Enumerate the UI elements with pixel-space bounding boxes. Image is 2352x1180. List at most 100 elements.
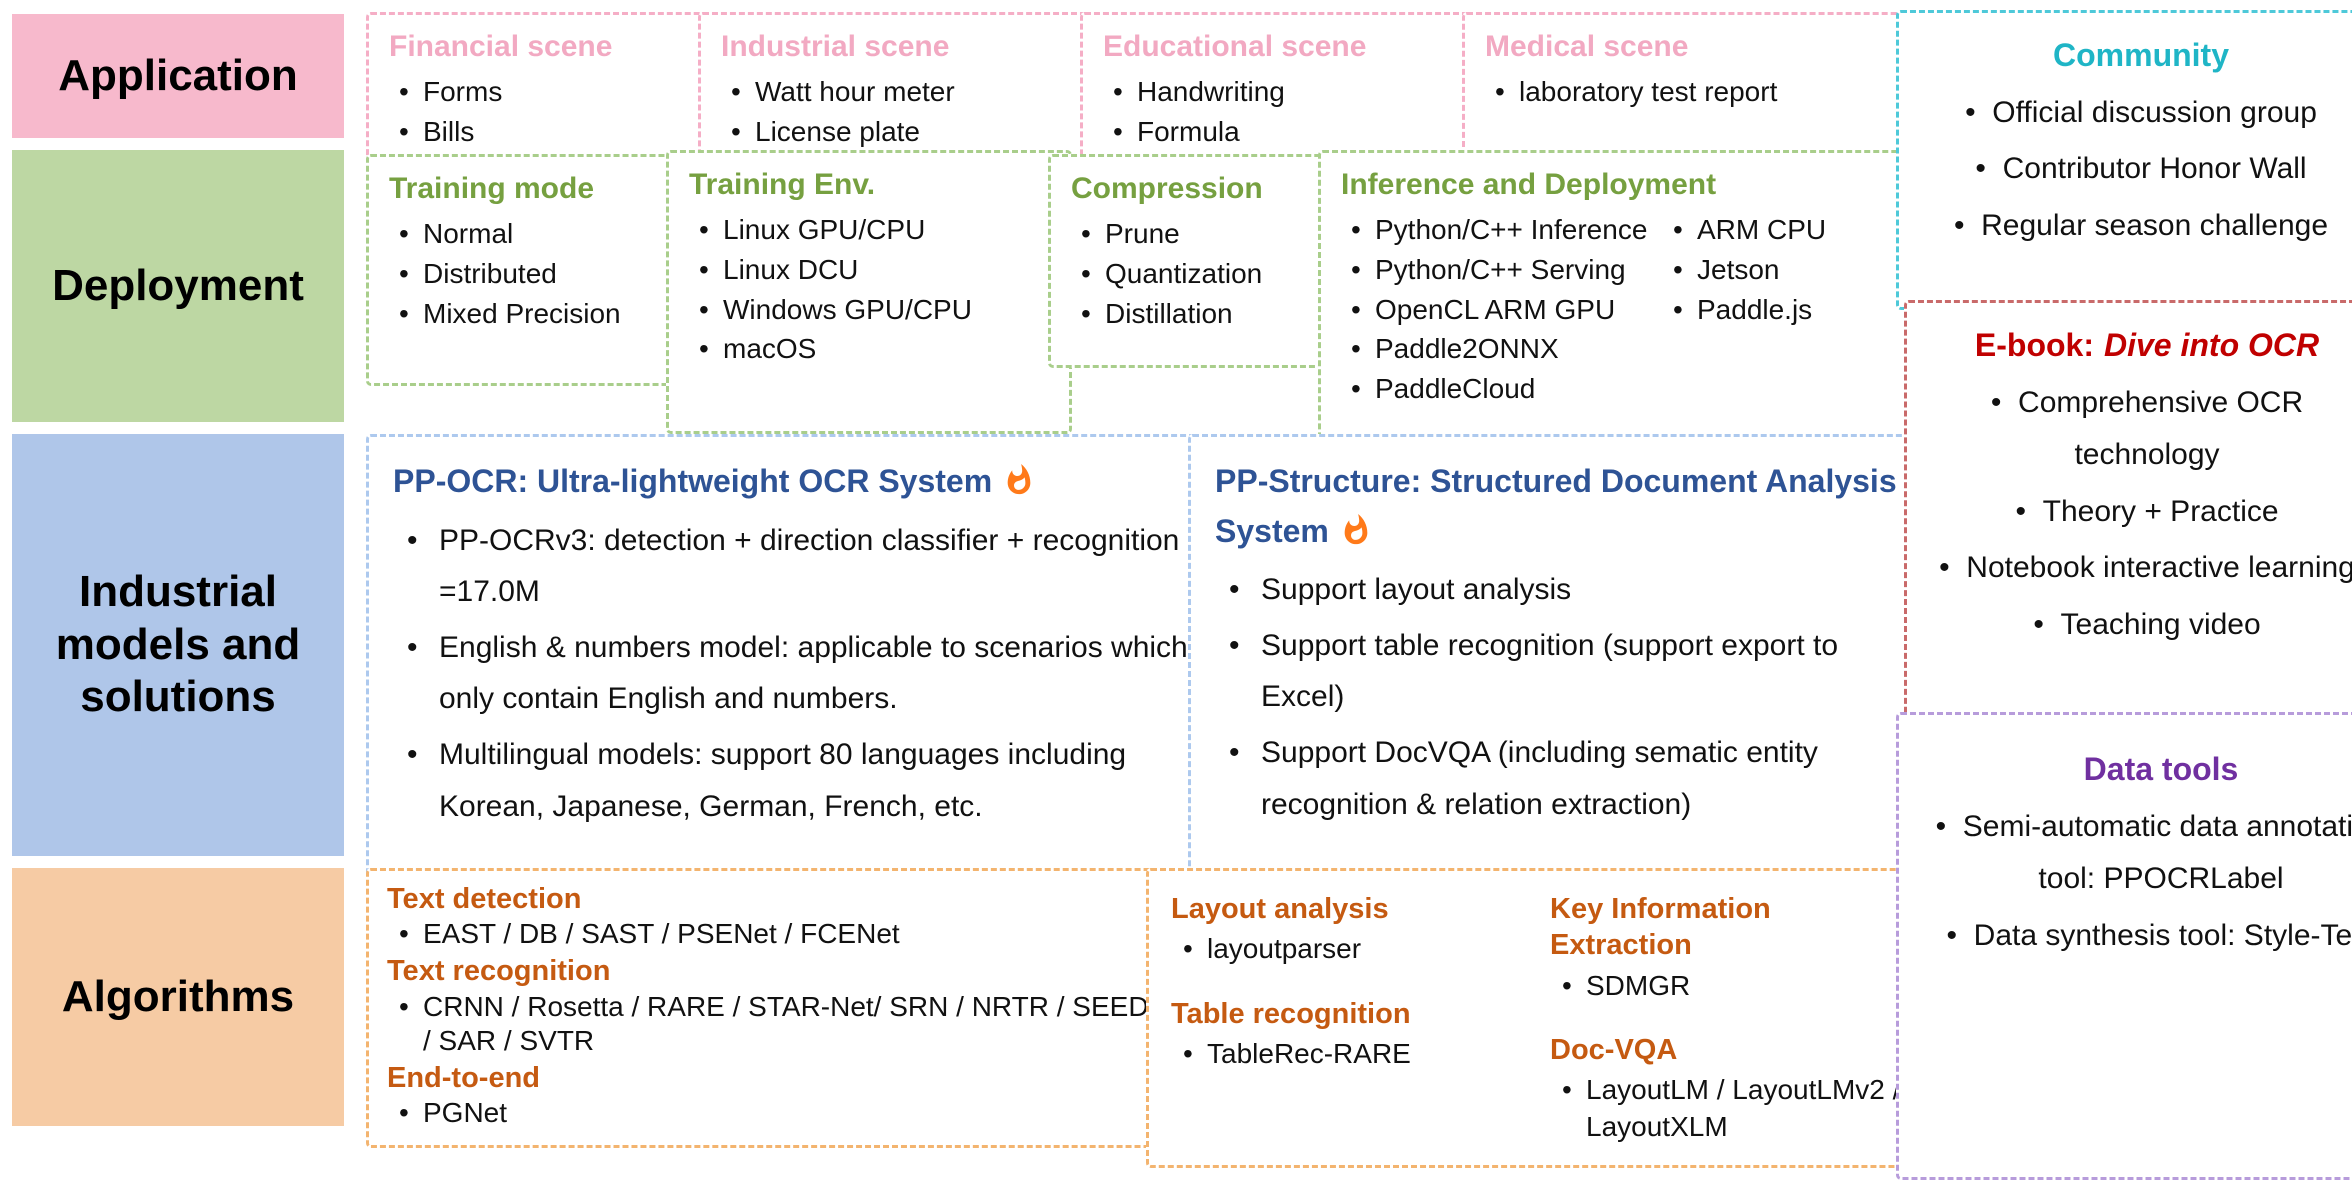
list-item: laboratory test report [1483,72,1799,112]
box-compression: Compression Prune Quantization Distillat… [1048,154,1342,368]
list-item: Semi-automatic data annotation tool: PPO… [1935,801,2352,906]
data-tools-list: Semi-automatic data annotation tool: PPO… [1935,801,2352,963]
box-training-mode: Training mode Normal Distributed Mixed P… [366,154,690,386]
list-item: Python/C++ Inference [1339,210,1661,250]
list-item: Distillation [1069,294,1321,334]
box-pp-ocr: PP-OCR: Ultra-lightweight OCR System PP-… [366,434,1218,898]
list-item: PP-OCRv3: detection + direction classifi… [391,515,1193,618]
compression-list: Prune Quantization Distillation [1069,214,1321,333]
box-training-env: Training Env. Linux GPU/CPU Linux DCU Wi… [666,150,1072,434]
industrial-scene-title: Industrial scene [721,30,950,63]
list-item: Contributor Honor Wall [1915,143,2352,196]
list-item: Support layout analysis [1213,564,1901,616]
row-label-application: Application [12,14,344,138]
medical-scene-list: laboratory test report [1483,72,1897,112]
box-community: Community Official discussion group Cont… [1896,10,2352,310]
box-algorithms-text: Text detection EAST / DB / SAST / PSENet… [366,868,1172,1148]
list-item: Regular season challenge [1915,200,2352,253]
list-item: Teaching video [1925,599,2352,652]
list-item: OpenCL ARM GPU [1339,290,1661,330]
box-medical-scene: Medical scene laboratory test report [1462,12,1918,168]
layout-analysis-title: Layout analysis [1171,893,1389,925]
text-detection-list: EAST / DB / SAST / PSENet / FCENet [387,917,1151,951]
list-item: Theory + Practice [1925,486,2352,539]
list-item: EAST / DB / SAST / PSENet / FCENet [387,917,1151,951]
list-item: Formula [1101,112,1463,152]
training-mode-list: Normal Distributed Mixed Precision [387,214,669,333]
inference-deployment-title: Inference and Deployment [1341,168,1717,201]
box-data-tools: Data tools Semi-automatic data annotatio… [1896,712,2352,1180]
ebook-list: Comprehensive OCR technology Theory + Pr… [1925,377,2352,652]
list-item: Linux GPU/CPU [687,210,1051,250]
pp-ocr-title-text: PP-OCR: Ultra-lightweight OCR System [393,463,993,499]
list-item: LayoutLM / LayoutLMv2 / LayoutXLM [1550,1072,1901,1145]
pp-ocr-list: PP-OCRv3: detection + direction classifi… [391,515,1193,833]
pp-structure-list: Support layout analysis Support table re… [1213,564,1901,830]
key-information-extraction-title: Key Information Extraction [1550,893,1771,962]
inference-list-col1: Python/C++ Inference Python/C++ Serving … [1339,210,1661,409]
community-list: Official discussion group Contributor Ho… [1915,87,2352,253]
list-item: CRNN / Rosetta / RARE / STAR-Net/ SRN / … [387,990,1151,1058]
list-item: Official discussion group [1915,87,2352,140]
list-item: Windows GPU/CPU [687,290,1051,330]
pp-structure-title-text: PP-Structure: Structured Document Analys… [1215,463,1897,549]
compression-title: Compression [1071,172,1263,205]
list-item: Handwriting [1101,72,1463,112]
pp-ocr-title: PP-OCR: Ultra-lightweight OCR System [393,457,1193,507]
layout-analysis-list: layoutparser [1171,931,1522,968]
list-item: Python/C++ Serving [1339,250,1661,290]
doc-vqa-title: Doc-VQA [1550,1033,1678,1066]
list-item: Normal [387,214,669,254]
key-information-extraction-list: SDMGR [1550,968,1901,1005]
ebook-title: E-book:Dive into OCR [1925,325,2352,367]
row-label-deployment: Deployment [12,150,344,422]
list-item: Paddle.js [1661,290,1826,330]
fire-icon [1007,463,1031,495]
box-inference-deployment: Inference and Deployment Python/C++ Infe… [1318,150,1918,442]
training-env-list: Linux GPU/CPU Linux DCU Windows GPU/CPU … [687,210,1051,369]
text-recognition-title: Text recognition [387,955,611,988]
list-item: Watt hour meter [719,72,1081,112]
community-title: Community [2053,37,2229,73]
fire-icon [1344,513,1368,544]
list-item: Multilingual models: support 80 language… [391,729,1193,832]
table-recognition-title: Table recognition [1171,997,1411,1030]
table-recognition-list: TableRec-RARE [1171,1036,1522,1073]
inference-list-col2: ARM CPU Jetson Paddle.js [1661,210,1826,409]
end-to-end-title: End-to-end [387,1061,541,1094]
list-item: SDMGR [1550,968,1901,1005]
ebook-title-name: Dive into OCR [2103,327,2320,363]
financial-scene-title: Financial scene [389,30,613,63]
list-item: Distributed [387,254,669,294]
list-item: License plate [719,112,1081,152]
industrial-scene-list: Watt hour meter License plate [719,72,1081,152]
row-label-industrial: Industrial models and solutions [12,434,344,856]
financial-scene-list: Forms Bills [387,72,699,152]
list-item: PGNet [387,1096,1151,1130]
list-item: Support DocVQA (including sematic entity… [1213,727,1901,830]
list-item: Comprehensive OCR technology [1925,377,2352,482]
text-detection-title: Text detection [387,883,582,915]
data-tools-title: Data tools [2083,751,2239,787]
list-item: Data synthesis tool: Style-Text [1935,910,2352,963]
list-item: Bills [387,112,699,152]
educational-scene-title: Educational scene [1103,30,1367,63]
list-item: Jetson [1661,250,1826,290]
list-item: Notebook interactive learning [1925,542,2352,595]
medical-scene-title: Medical scene [1485,30,1689,63]
box-pp-structure: PP-Structure: Structured Document Analys… [1188,434,1926,898]
list-item: Mixed Precision [387,294,669,334]
list-item: macOS [687,329,1051,369]
pp-structure-title: PP-Structure: Structured Document Analys… [1215,457,1901,556]
text-recognition-list: CRNN / Rosetta / RARE / STAR-Net/ SRN / … [387,990,1151,1058]
end-to-end-list: PGNet [387,1096,1151,1130]
list-item: ARM CPU [1661,210,1826,250]
box-educational-scene: Educational scene Handwriting Formula [1080,12,1484,168]
box-financial-scene: Financial scene Forms Bills [366,12,720,168]
educational-scene-list: Handwriting Formula [1101,72,1463,152]
training-env-title: Training Env. [689,168,876,201]
list-item: PaddleCloud [1339,369,1661,409]
list-item: Forms [387,72,699,112]
ebook-title-prefix: E-book: [1974,327,2094,363]
box-industrial-scene: Industrial scene Watt hour meter License… [698,12,1102,168]
